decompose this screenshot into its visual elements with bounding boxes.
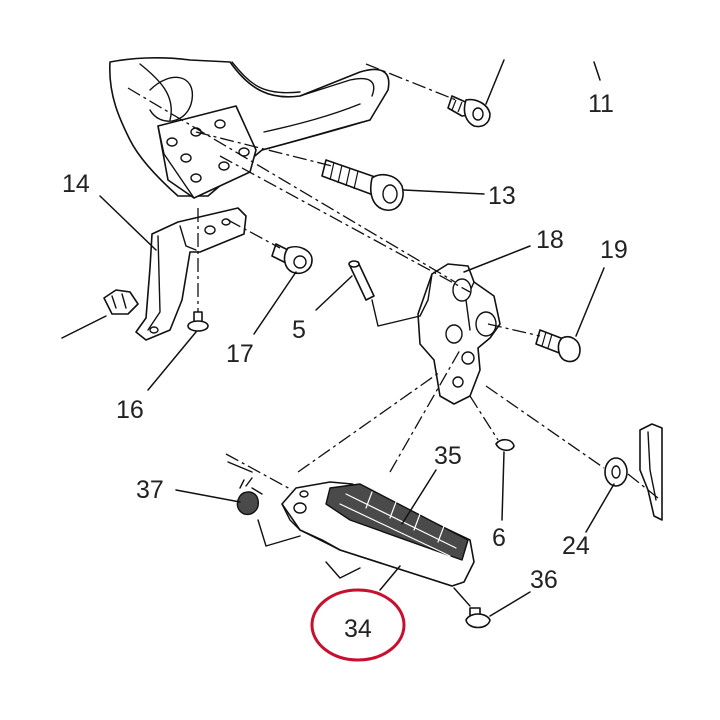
callout-36: 36 bbox=[530, 566, 558, 594]
connector-lines bbox=[227, 299, 471, 607]
callout-17: 17 bbox=[226, 340, 254, 368]
callout-13: 13 bbox=[488, 182, 516, 210]
callout-37: 37 bbox=[136, 476, 164, 504]
bolt-13 bbox=[321, 159, 404, 211]
clip-part bbox=[103, 289, 139, 315]
screw-16 bbox=[187, 311, 209, 332]
screw-17 bbox=[271, 243, 313, 275]
washer-24 bbox=[604, 457, 628, 487]
clip-6 bbox=[495, 438, 515, 452]
leader-lines bbox=[61, 59, 615, 617]
screw-36 bbox=[465, 607, 491, 629]
frame-hanger bbox=[109, 57, 390, 199]
highlight-ring bbox=[310, 588, 406, 662]
adjacent-part-right bbox=[639, 423, 663, 521]
callout-24: 24 bbox=[562, 532, 590, 560]
callout-16: 16 bbox=[116, 396, 144, 424]
callout-14: 14 bbox=[62, 170, 90, 198]
bolt-19 bbox=[535, 329, 581, 363]
spring-37 bbox=[236, 477, 263, 516]
pin-5 bbox=[348, 260, 375, 301]
callout-34: 34 bbox=[344, 615, 372, 643]
callout-11: 11 bbox=[588, 90, 614, 118]
footpeg-holder-18 bbox=[417, 263, 501, 405]
callout-5: 5 bbox=[292, 316, 306, 344]
bracket-14 bbox=[135, 207, 247, 341]
callout-labels: 11 13 14 16 17 5 18 19 6 24 37 35 36 34 bbox=[62, 90, 628, 643]
assembly-lines bbox=[127, 63, 659, 499]
footpeg-34 bbox=[281, 481, 475, 587]
bolt-11 bbox=[447, 95, 491, 128]
callout-6: 6 bbox=[492, 524, 506, 552]
callout-19: 19 bbox=[600, 236, 628, 264]
callout-18: 18 bbox=[536, 226, 564, 254]
callout-35: 35 bbox=[434, 442, 462, 470]
